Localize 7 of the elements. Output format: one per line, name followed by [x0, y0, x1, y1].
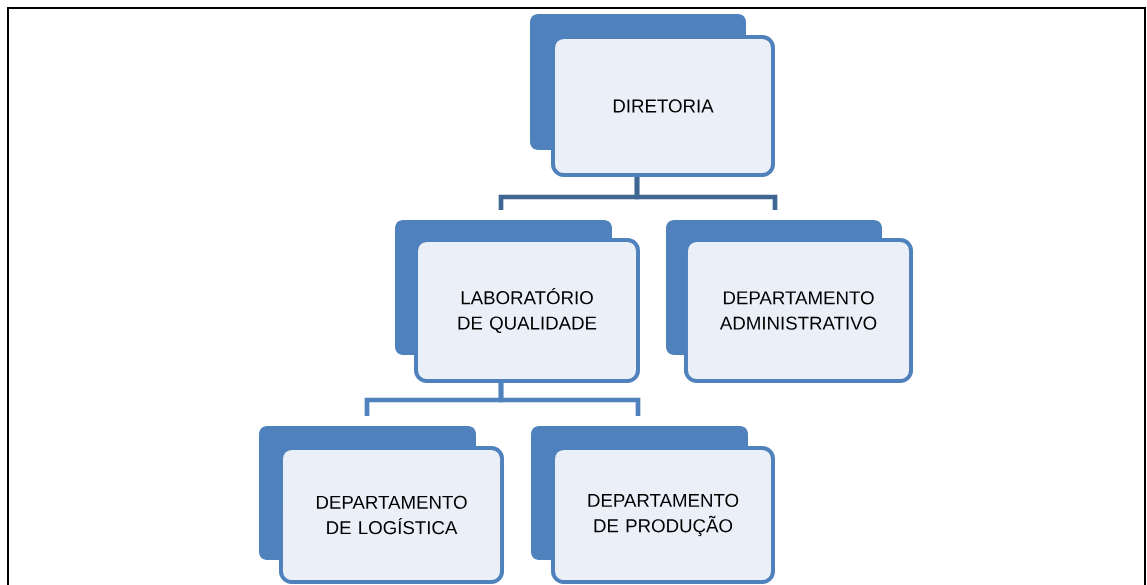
org-box: DIRETORIA: [530, 14, 775, 177]
org-box: DEPARTAMENTO DE PRODUÇÃO: [531, 426, 775, 584]
connector-line: [498, 383, 641, 416]
org-box: LABORATÓRIO DE QUALIDADE: [395, 220, 640, 384]
connector-line: [634, 177, 778, 210]
org-box: DEPARTAMENTO DE LOGÍSTICA: [259, 426, 505, 584]
org-box: DEPARTAMENTO ADMINISTRATIVO: [666, 220, 914, 384]
